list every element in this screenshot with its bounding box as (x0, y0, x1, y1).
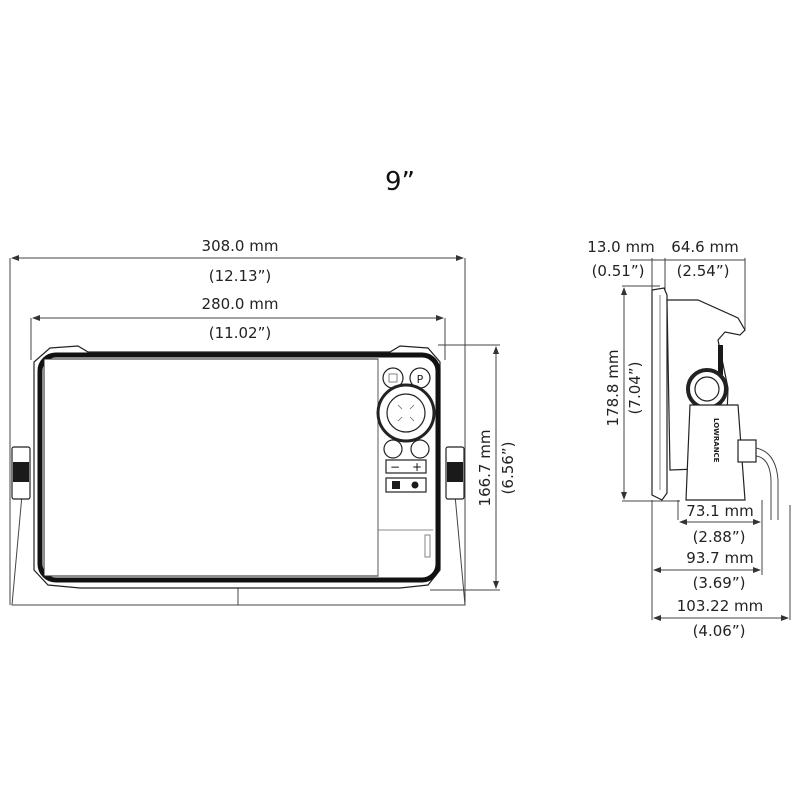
bezel-depth-in: (0.51”) (592, 262, 645, 280)
base-depth-in: (2.88”) (693, 528, 746, 546)
side-height-in: (7.04”) (626, 362, 644, 415)
directional-pad[interactable] (386, 393, 426, 433)
size-title: 9” (385, 167, 415, 197)
bracket-base (685, 404, 746, 501)
zoom-in-label: + (412, 460, 422, 474)
exit-button[interactable] (383, 439, 403, 459)
body-depth-mm: 93.7 mm (686, 549, 753, 567)
zoom-rocker[interactable] (385, 459, 427, 474)
overall-width-mm: 308.0 mm (202, 237, 279, 255)
left-knob-grip (13, 462, 29, 482)
display-width-in: (11.02”) (209, 324, 271, 342)
height-in: (6.56”) (499, 442, 517, 495)
display-bezel (37, 352, 441, 583)
height-mm: 166.7 mm (476, 430, 494, 507)
stop-icon (392, 481, 400, 489)
right-knob-grip (447, 462, 463, 482)
front-view: 308.0 mm (12.13”) 280.0 mm (11.02”) P (9, 237, 517, 606)
overall-width-in: (12.13”) (209, 267, 271, 285)
base-depth-mm: 73.1 mm (686, 502, 753, 520)
side-height-mm: 178.8 mm (604, 350, 622, 427)
body-depth-in: (3.69”) (693, 574, 746, 592)
zoom-out-label: − (390, 460, 400, 474)
top-depth-mm: 64.6 mm (671, 238, 738, 256)
overall-depth-in: (4.06”) (693, 622, 746, 640)
cable-connector (737, 439, 757, 463)
side-view: 13.0 mm (0.51”) 64.6 mm (2.54”) 178.8 mm… (587, 238, 791, 640)
side-bezel (651, 287, 668, 501)
power-icon (411, 481, 419, 489)
display-width-mm: 280.0 mm (202, 295, 279, 313)
keypad: P − + (376, 367, 436, 493)
bezel-depth-mm: 13.0 mm (587, 238, 654, 256)
screen (43, 358, 379, 577)
enter-button[interactable] (410, 439, 430, 459)
overall-depth-mm: 103.22 mm (677, 597, 763, 615)
top-depth-in: (2.54”) (677, 262, 730, 280)
p-label: P (417, 373, 424, 386)
brand-label: LOWRANCE (712, 418, 720, 463)
